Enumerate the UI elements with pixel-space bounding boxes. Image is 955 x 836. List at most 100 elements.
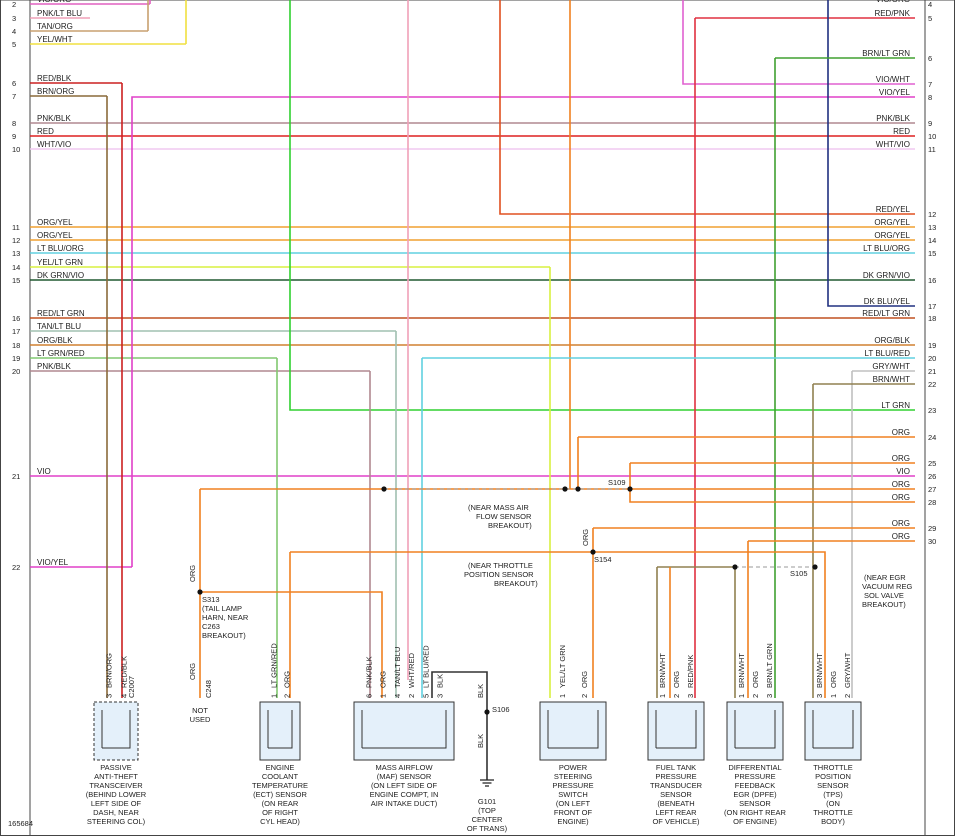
pin-wire-label: ORG [283, 671, 292, 688]
pin-number: 1 [829, 694, 838, 698]
component-caption-line: POWER [559, 763, 588, 772]
left-wire-label: PNK/LT BLU [37, 9, 82, 18]
pin-number: 2 [580, 694, 589, 698]
note-line: POSITION SENSOR [464, 570, 534, 579]
pin-number: 2 [407, 694, 416, 698]
right-wire-label: DK BLU/YEL [864, 297, 911, 306]
right-pin-number: 26 [928, 472, 936, 481]
left-wire-label: RED [37, 127, 54, 136]
pin-wire-label: WHT/RED [407, 652, 416, 688]
component-body [93, 701, 139, 761]
pin-number: 3 [686, 694, 695, 698]
right-wire-label: PNK/BLK [876, 114, 910, 123]
left-pin-number: 18 [12, 341, 20, 350]
splice-dot [627, 486, 633, 492]
left-pin-number: 5 [12, 40, 16, 49]
component-caption-line: POSITION [815, 772, 851, 781]
pin-number: 2 [751, 694, 760, 698]
right-wire-label: RED [893, 127, 910, 136]
pin-wire-label: LT GRN/RED [269, 643, 278, 688]
pin-wire-label: LT BLU/RED [421, 645, 430, 688]
right-pin-number: 19 [928, 341, 936, 350]
component-caption-line: TRANSCEIVER [89, 781, 143, 790]
note-line: USED [190, 715, 211, 724]
wire-run [682, 0, 915, 85]
left-wire-label: BRN/ORG [37, 87, 74, 96]
component-caption-line: (ECT) SENSOR [253, 790, 307, 799]
right-pin-number: 30 [928, 537, 936, 546]
note-line: SOL VALVE [864, 591, 904, 600]
figure-id: 165684 [8, 819, 33, 828]
right-pin-number: 4 [928, 0, 932, 9]
pin-wire-label: TAN/LT BLU [393, 647, 402, 688]
note-line: BREAKOUT) [862, 600, 906, 609]
pin-number: 6 [364, 694, 373, 698]
internal-circuit [361, 710, 447, 749]
wire-run [629, 462, 915, 503]
component-caption-line: LEFT SIDE OF [91, 799, 142, 808]
left-wire-label: ORG/BLK [37, 336, 73, 345]
wire-run [290, 551, 826, 698]
component-caption-line: (ON LEFT [556, 799, 591, 808]
right-pin-number: 14 [928, 236, 936, 245]
wire-run [499, 0, 915, 215]
component-body [259, 701, 301, 761]
wires [30, 0, 915, 787]
pin-wire-label: BRN/LT GRN [765, 643, 774, 688]
splice-labels: S109 S154 S105 S313 S106 [202, 478, 808, 714]
splice-dot [732, 564, 738, 570]
right-pin-number: 24 [928, 433, 936, 442]
component-caption-line: STEERING [554, 772, 593, 781]
splice-s106: S106 [492, 705, 510, 714]
note-line: C263 [202, 622, 220, 631]
left-wire-label: YEL/WHT [37, 35, 73, 44]
right-pin-number: 10 [928, 132, 936, 141]
wire-run [747, 540, 915, 698]
right-wire-label: LT BLU/ORG [863, 244, 910, 253]
wire-run [200, 591, 383, 698]
wire-label-blk-bottom: BLK [476, 734, 485, 748]
component-caption-line: THROTTLE [813, 808, 853, 817]
ground-caption-line: (TOP [478, 806, 496, 815]
right-wire-label: ORG/BLK [874, 336, 910, 345]
right-wire-label: ORG [892, 519, 910, 528]
left-pin-number: 17 [12, 327, 20, 336]
wire-label-blk-top: BLK [476, 684, 485, 698]
internal-circuit [547, 710, 599, 749]
note-line: BREAKOUT) [494, 579, 538, 588]
splice-dot [590, 549, 596, 555]
wire-run [131, 96, 915, 567]
note-line: BREAKOUT) [488, 521, 532, 530]
right-pin-number: 17 [928, 302, 936, 311]
left-wire-label: VIO/YEL [37, 558, 69, 567]
note-line: (NEAR EGR [864, 573, 906, 582]
splice-s105: S105 [790, 569, 808, 578]
component-caption-line: ANTI-THEFT [94, 772, 138, 781]
right-wire-label: ORG [892, 454, 910, 463]
splice-dot [197, 589, 203, 595]
left-pin-number: 2 [12, 0, 16, 9]
splice-dot [575, 486, 581, 492]
component-caption-line: (ON [826, 799, 840, 808]
wire-run [577, 436, 915, 489]
component-caption-line: ENGINE [266, 763, 295, 772]
wire-label-org-s313: ORG [188, 565, 197, 582]
component-body [726, 701, 784, 761]
right-wire-label: ORG [892, 532, 910, 541]
component-caption-line: SENSOR [739, 799, 771, 808]
not-used-note: NOT USED [190, 706, 211, 724]
component-caption-line: OF VEHICLE) [652, 817, 700, 826]
ground-caption-line: CENTER [472, 815, 503, 824]
wire-labels: VIO/ORG2PNK/LT BLU3TAN/ORG4YEL/WHT5RED/B… [12, 0, 936, 572]
note-line: BREAKOUT) [202, 631, 246, 640]
left-wire-label: ORG/YEL [37, 231, 73, 240]
right-wire-label: WHT/VIO [876, 140, 910, 149]
right-wire-label: ORG [892, 480, 910, 489]
right-wire-label: VIO/ORG [876, 0, 910, 4]
right-wire-label: LT GRN [881, 401, 910, 410]
pin-wire-label: ORG [672, 671, 681, 688]
component-body [353, 701, 455, 761]
pin-number: 2 [283, 694, 292, 698]
right-pin-number: 21 [928, 367, 936, 376]
pin-wire-label: ORG [379, 671, 388, 688]
